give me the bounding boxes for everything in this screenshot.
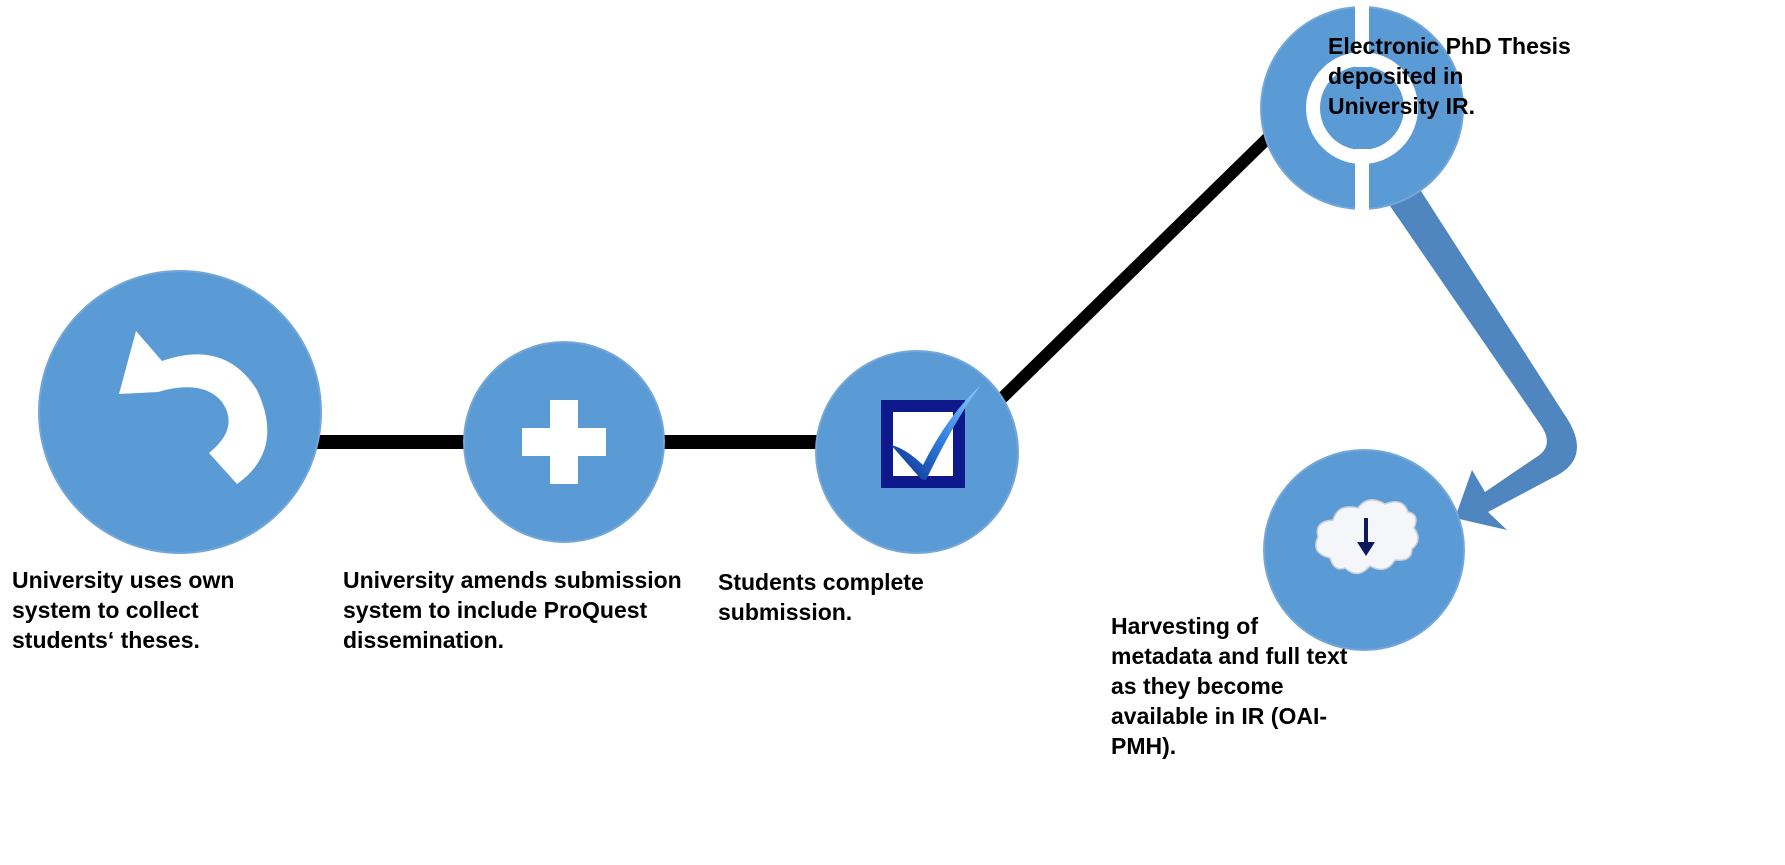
plus-icon [522, 400, 606, 484]
step-node-complete-submission [815, 350, 1019, 554]
undo-arrow-icon [119, 331, 268, 484]
step-node-own-system [38, 270, 322, 554]
step-label-own-system: University uses own system to collect st… [12, 567, 235, 653]
step-label-amend-system: University amends submission system to i… [343, 567, 682, 653]
step-label-harvest: Harvesting of metadata and full text as … [1111, 613, 1348, 759]
ring-icon [1306, 6, 1418, 210]
step-node-amend-system [463, 341, 665, 543]
step-node-harvest [1263, 449, 1465, 651]
step-label-complete-submission: Students complete submission. [718, 569, 924, 625]
checkbox-check-icon [881, 386, 980, 488]
step-label-deposit-ir: Electronic PhD Thesis deposited in Unive… [1328, 33, 1571, 119]
step-node-deposit-ir [1260, 6, 1464, 210]
cloud-download-icon [1315, 499, 1419, 575]
curved-arrow-4-5 [1390, 188, 1577, 530]
connector-3-4 [990, 123, 1283, 410]
